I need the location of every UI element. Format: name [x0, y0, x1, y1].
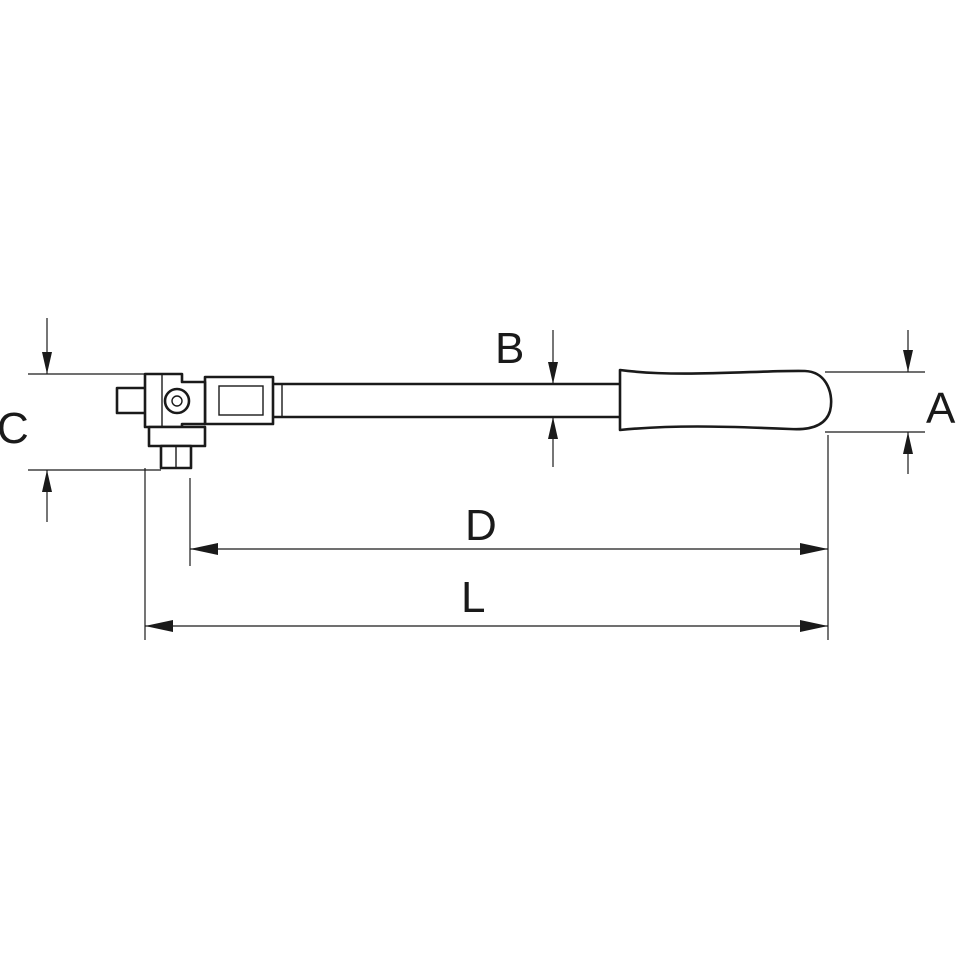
dimension-label-a: A	[926, 384, 956, 433]
dimension-label-l: L	[461, 573, 485, 622]
handle-collar	[203, 375, 275, 426]
dimension-b	[548, 330, 558, 467]
dimension-l	[144, 468, 828, 640]
square-drive-tip	[115, 386, 149, 415]
handle-grip	[618, 368, 833, 432]
dimension-label-b: B	[495, 324, 524, 373]
pivot-pin	[163, 387, 191, 415]
dimension-label-c: C	[0, 404, 29, 453]
handle-shaft	[268, 382, 627, 419]
dimension-label-d: D	[465, 501, 497, 550]
dimension-d	[189, 435, 829, 640]
ratchet-tool	[115, 368, 833, 470]
dimension-a	[825, 330, 925, 474]
dimension-c	[28, 318, 161, 522]
bottom-square-drive	[159, 444, 193, 470]
head-lower-block	[147, 425, 207, 448]
